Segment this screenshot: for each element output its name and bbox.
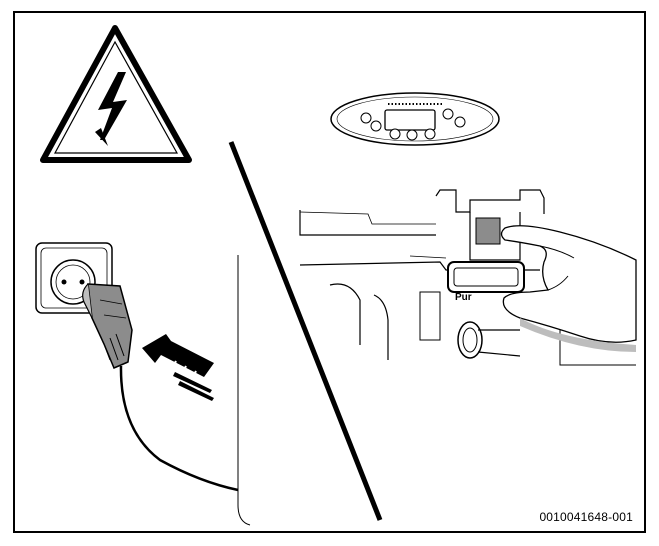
insert-arrow-icon [142,334,214,401]
figure-frame [13,11,646,533]
appliance-interior: Pur [299,189,636,366]
figure-id-label: 0010041648-001 [539,510,633,524]
power-plug-icon [82,283,133,369]
control-panel-icon [330,92,500,146]
panel-label: Pur [455,292,472,303]
hand-icon [500,225,637,352]
appliance-edge [237,255,251,526]
high-voltage-warning-icon [40,25,192,163]
power-cable [119,365,239,492]
divider-line [228,141,383,521]
